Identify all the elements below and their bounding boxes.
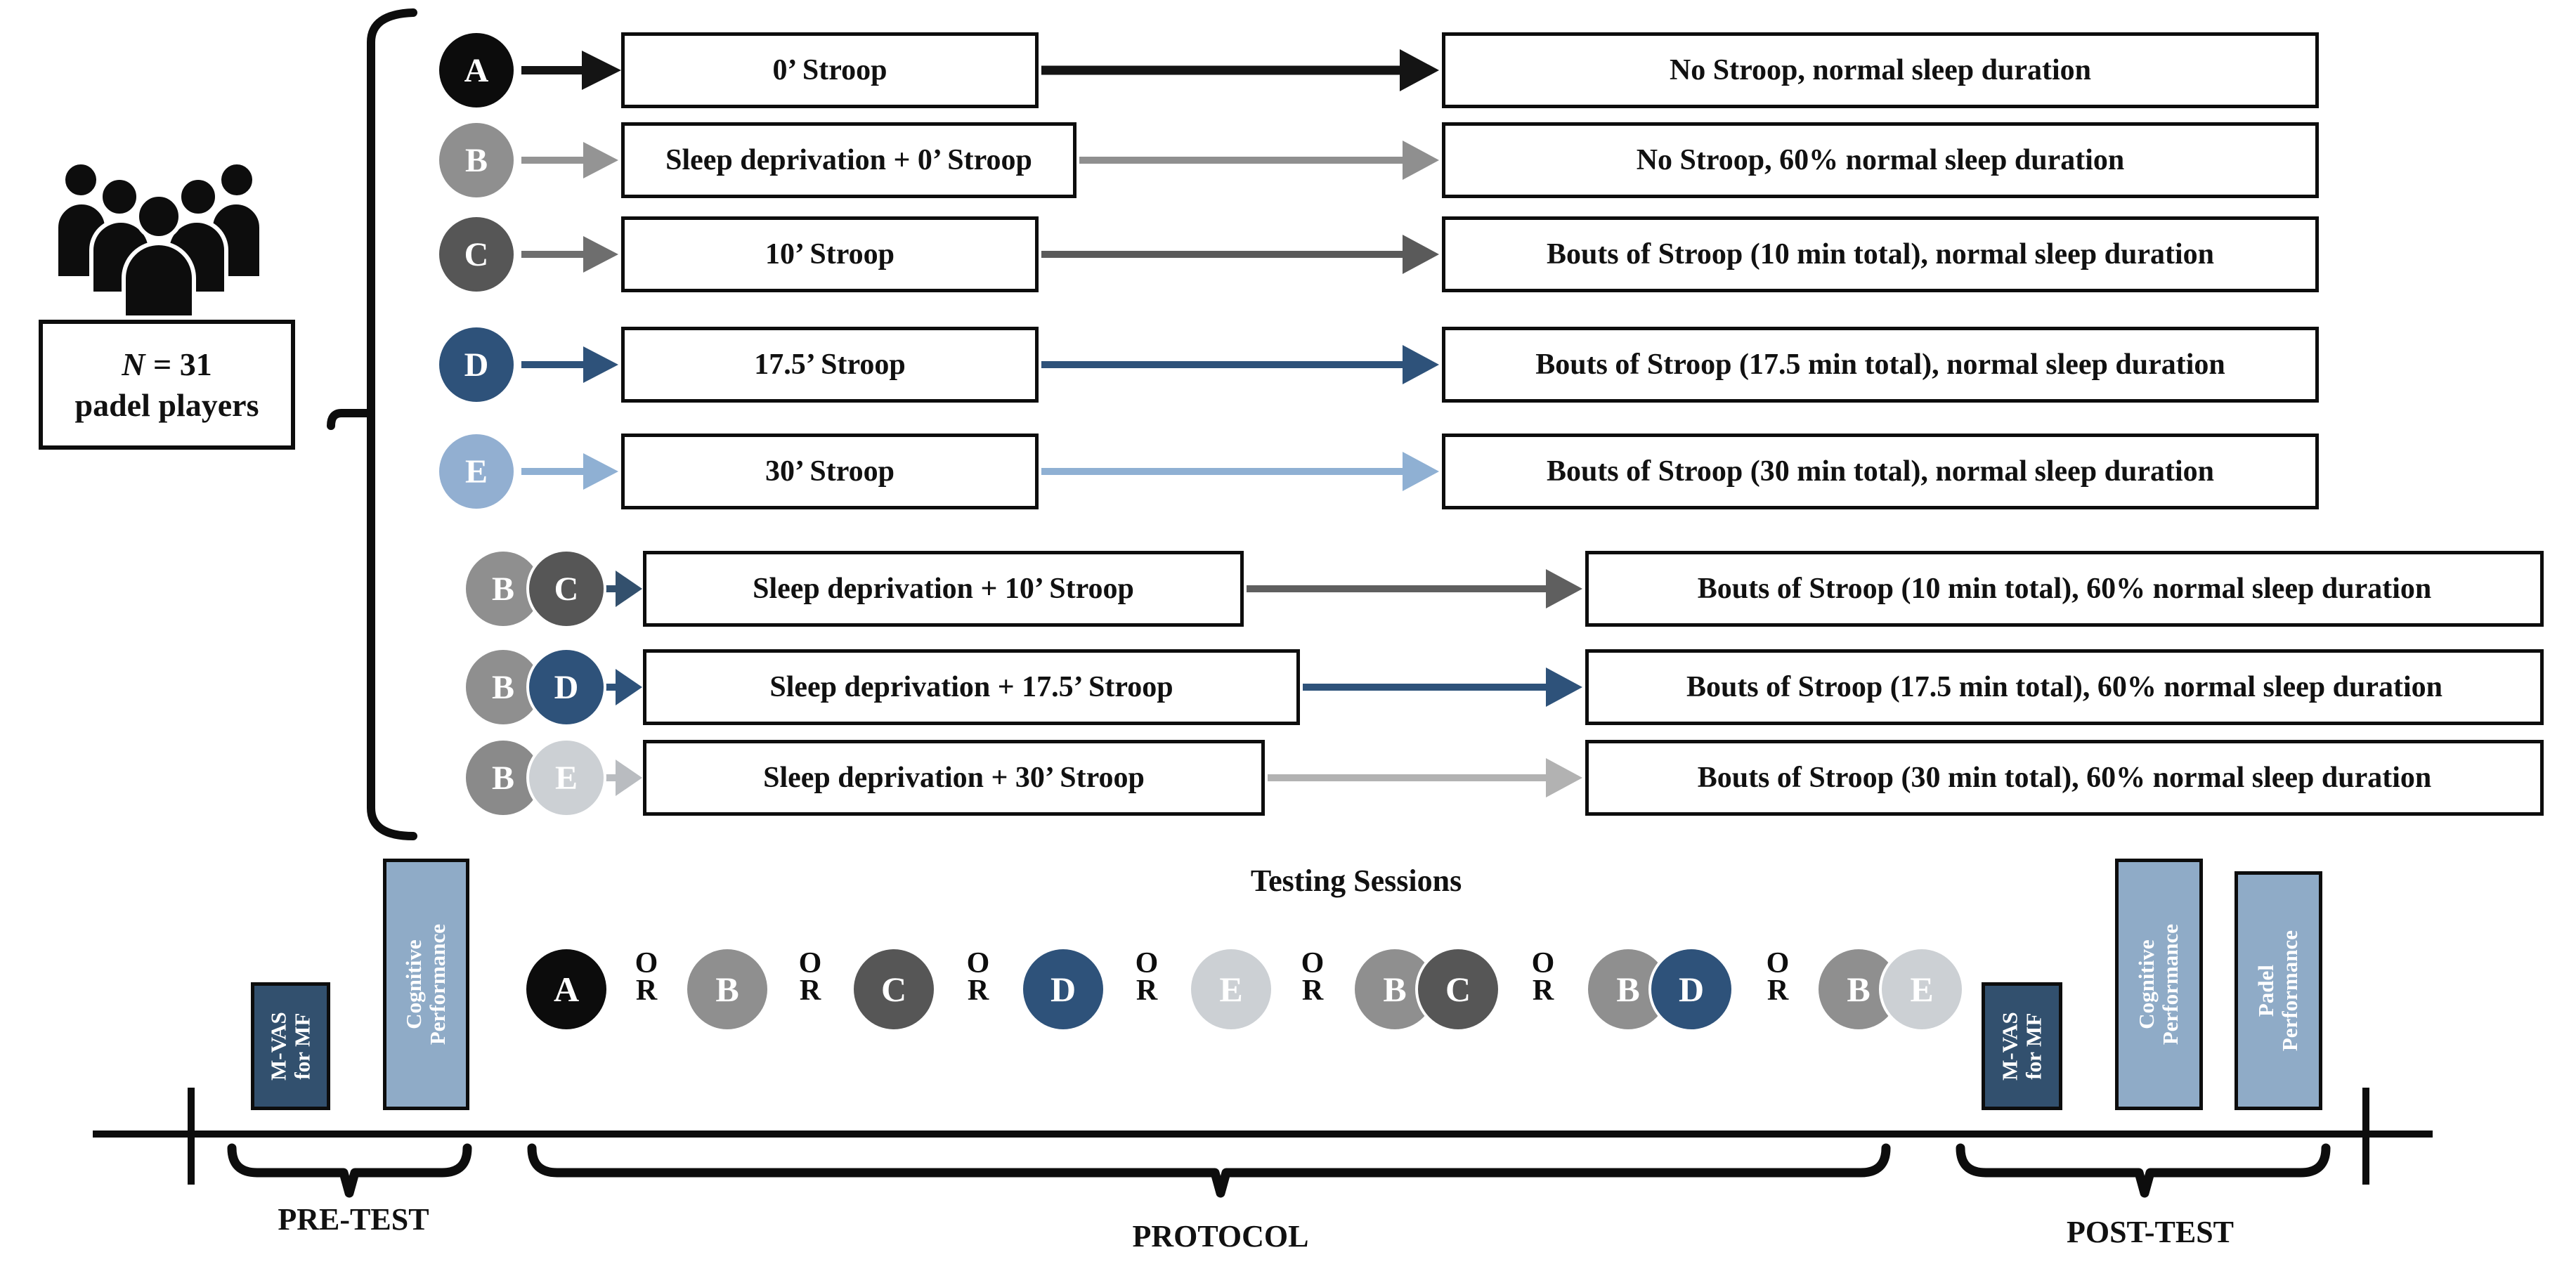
posttest-brace (1956, 1143, 2331, 1198)
condition-circle-be-e: E (529, 741, 604, 815)
condition-circle-bd-d: D (529, 650, 604, 724)
group-bracket (327, 8, 417, 840)
short-arrows (521, 51, 642, 796)
session-circle-b: B (687, 949, 767, 1029)
task-box-a: 0’ Stroop (621, 32, 1039, 108)
session-circle-d: D (1023, 949, 1103, 1029)
posttest-label: POST-TEST (2066, 1215, 2235, 1249)
outcome-box-c: Bouts of Stroop (10 min total), normal s… (1442, 216, 2319, 292)
or-label: OR (798, 947, 822, 1007)
task-box-e: 30’ Stroop (621, 434, 1039, 509)
task-box-bd: Sleep deprivation + 17.5’ Stroop (643, 649, 1300, 725)
session-circle-be-e: E (1882, 949, 1962, 1029)
condition-circle-c: C (439, 217, 514, 292)
outcome-box-bd: Bouts of Stroop (17.5 min total), 60% no… (1585, 649, 2544, 725)
or-label: OR (635, 947, 658, 1007)
outcome-box-e: Bouts of Stroop (30 min total), normal s… (1442, 434, 2319, 509)
outcome-box-b: No Stroop, 60% normal sleep duration (1442, 122, 2319, 198)
pretest-brace (227, 1143, 472, 1198)
outcome-box-bc: Bouts of Stroop (10 min total), 60% norm… (1585, 551, 2544, 627)
timeline-axis (93, 1088, 2433, 1185)
task-box-b: Sleep deprivation + 0’ Stroop (621, 122, 1076, 198)
condition-circle-bc-b: B (466, 552, 540, 626)
condition-circle-b: B (439, 123, 514, 197)
condition-circle-bd-b: B (466, 650, 540, 724)
condition-circle-bc-c: C (529, 552, 604, 626)
session-circle-bc-c: C (1418, 949, 1498, 1029)
population-label: padel players (74, 386, 259, 423)
or-label: OR (966, 947, 990, 1007)
task-box-bc: Sleep deprivation + 10’ Stroop (643, 551, 1244, 627)
task-box-c: 10’ Stroop (621, 216, 1039, 292)
session-circle-bd-d: D (1651, 949, 1731, 1029)
outcome-box-a: No Stroop, normal sleep duration (1442, 32, 2319, 108)
or-label: OR (1766, 947, 1790, 1007)
condition-circle-be-b: B (466, 741, 540, 815)
population-box: N = 31 padel players (39, 320, 295, 450)
outcome-box-be: Bouts of Stroop (30 min total), 60% norm… (1585, 740, 2544, 816)
protocol-brace (527, 1143, 1891, 1198)
or-label: OR (1301, 947, 1325, 1007)
session-circle-c: C (854, 949, 934, 1029)
long-arrows (1041, 49, 1582, 797)
session-circle-e: E (1191, 949, 1271, 1029)
or-label: OR (1531, 947, 1555, 1007)
population-n: N = 31 (122, 346, 212, 382)
condition-circle-d: D (439, 327, 514, 402)
task-box-d: 17.5’ Stroop (621, 327, 1039, 403)
session-circle-a: A (526, 949, 606, 1029)
pretest-label: PRE-TEST (278, 1202, 429, 1237)
outcome-box-d: Bouts of Stroop (17.5 min total), normal… (1442, 327, 2319, 403)
phase-braces (227, 1143, 2331, 1198)
condition-circle-e: E (439, 434, 514, 509)
protocol-label: PROTOCOL (1132, 1219, 1309, 1253)
or-label: OR (1135, 947, 1159, 1007)
condition-circle-a: A (439, 33, 514, 107)
task-box-be: Sleep deprivation + 30’ Stroop (643, 740, 1265, 816)
people-group-icon (54, 160, 264, 320)
testing-sessions-title: Testing Sessions (1250, 864, 1462, 898)
